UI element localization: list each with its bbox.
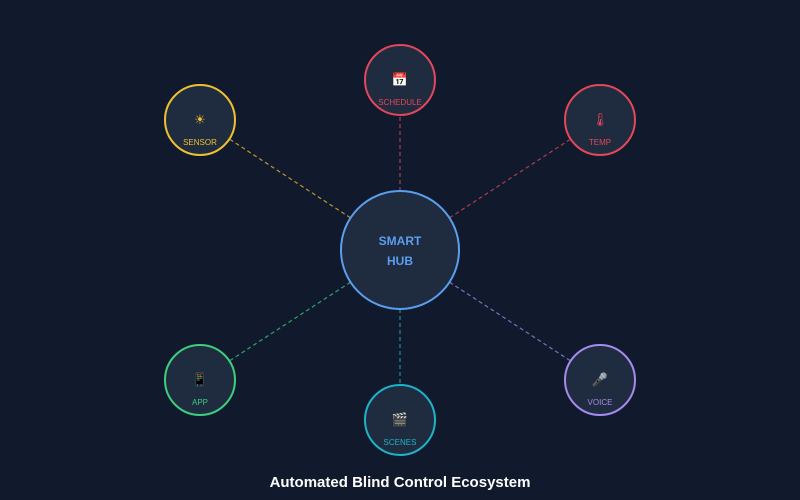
device-nodes: 📅 SCHEDULE 🌡 TEMP ☀ SENSOR 📱 APP 🎬 SCENES 🎤 VOICE xyxy=(164,44,636,456)
node-label-temp: TEMP xyxy=(589,138,611,147)
calendar-icon: 📅 xyxy=(392,72,408,88)
thermometer-icon: 🌡 xyxy=(592,112,609,128)
node-schedule: 📅 SCHEDULE xyxy=(364,44,436,116)
hub-label-line2: HUB xyxy=(387,254,413,268)
node-temp: 🌡 TEMP xyxy=(564,84,636,156)
node-label-scenes: SCENES xyxy=(384,438,417,447)
node-circle-schedule xyxy=(364,44,436,116)
connector-temp xyxy=(449,138,571,219)
connector-sensor xyxy=(229,138,351,219)
scenes-icon: 🎬 xyxy=(392,412,408,428)
microphone-icon: 🎤 xyxy=(592,371,608,388)
node-circle-scenes xyxy=(364,384,436,456)
node-label-app: APP xyxy=(192,398,208,407)
connector-lines xyxy=(229,115,571,385)
hub-circle xyxy=(340,190,460,310)
node-app: 📱 APP xyxy=(164,344,236,416)
node-scenes: 🎬 SCENES xyxy=(364,384,436,456)
node-label-sensor: SENSOR xyxy=(183,138,217,147)
sun-icon: ☀ xyxy=(194,113,206,128)
node-circle-sensor xyxy=(164,84,236,156)
node-circle-voice xyxy=(564,344,636,416)
node-voice: 🎤 VOICE xyxy=(564,344,636,416)
node-circle-temp xyxy=(564,84,636,156)
connector-app xyxy=(229,281,351,362)
node-sensor: ☀ SENSOR xyxy=(164,84,236,156)
connector-voice xyxy=(449,281,571,362)
phone-icon: 📱 xyxy=(192,372,208,388)
hub-label-line1: SMART xyxy=(379,234,422,248)
node-label-schedule: SCHEDULE xyxy=(378,98,422,107)
node-circle-app xyxy=(164,344,236,416)
smart-hub: SMART HUB xyxy=(340,190,460,310)
diagram-caption: Automated Blind Control Ecosystem xyxy=(269,474,531,491)
node-label-voice: VOICE xyxy=(588,398,613,407)
